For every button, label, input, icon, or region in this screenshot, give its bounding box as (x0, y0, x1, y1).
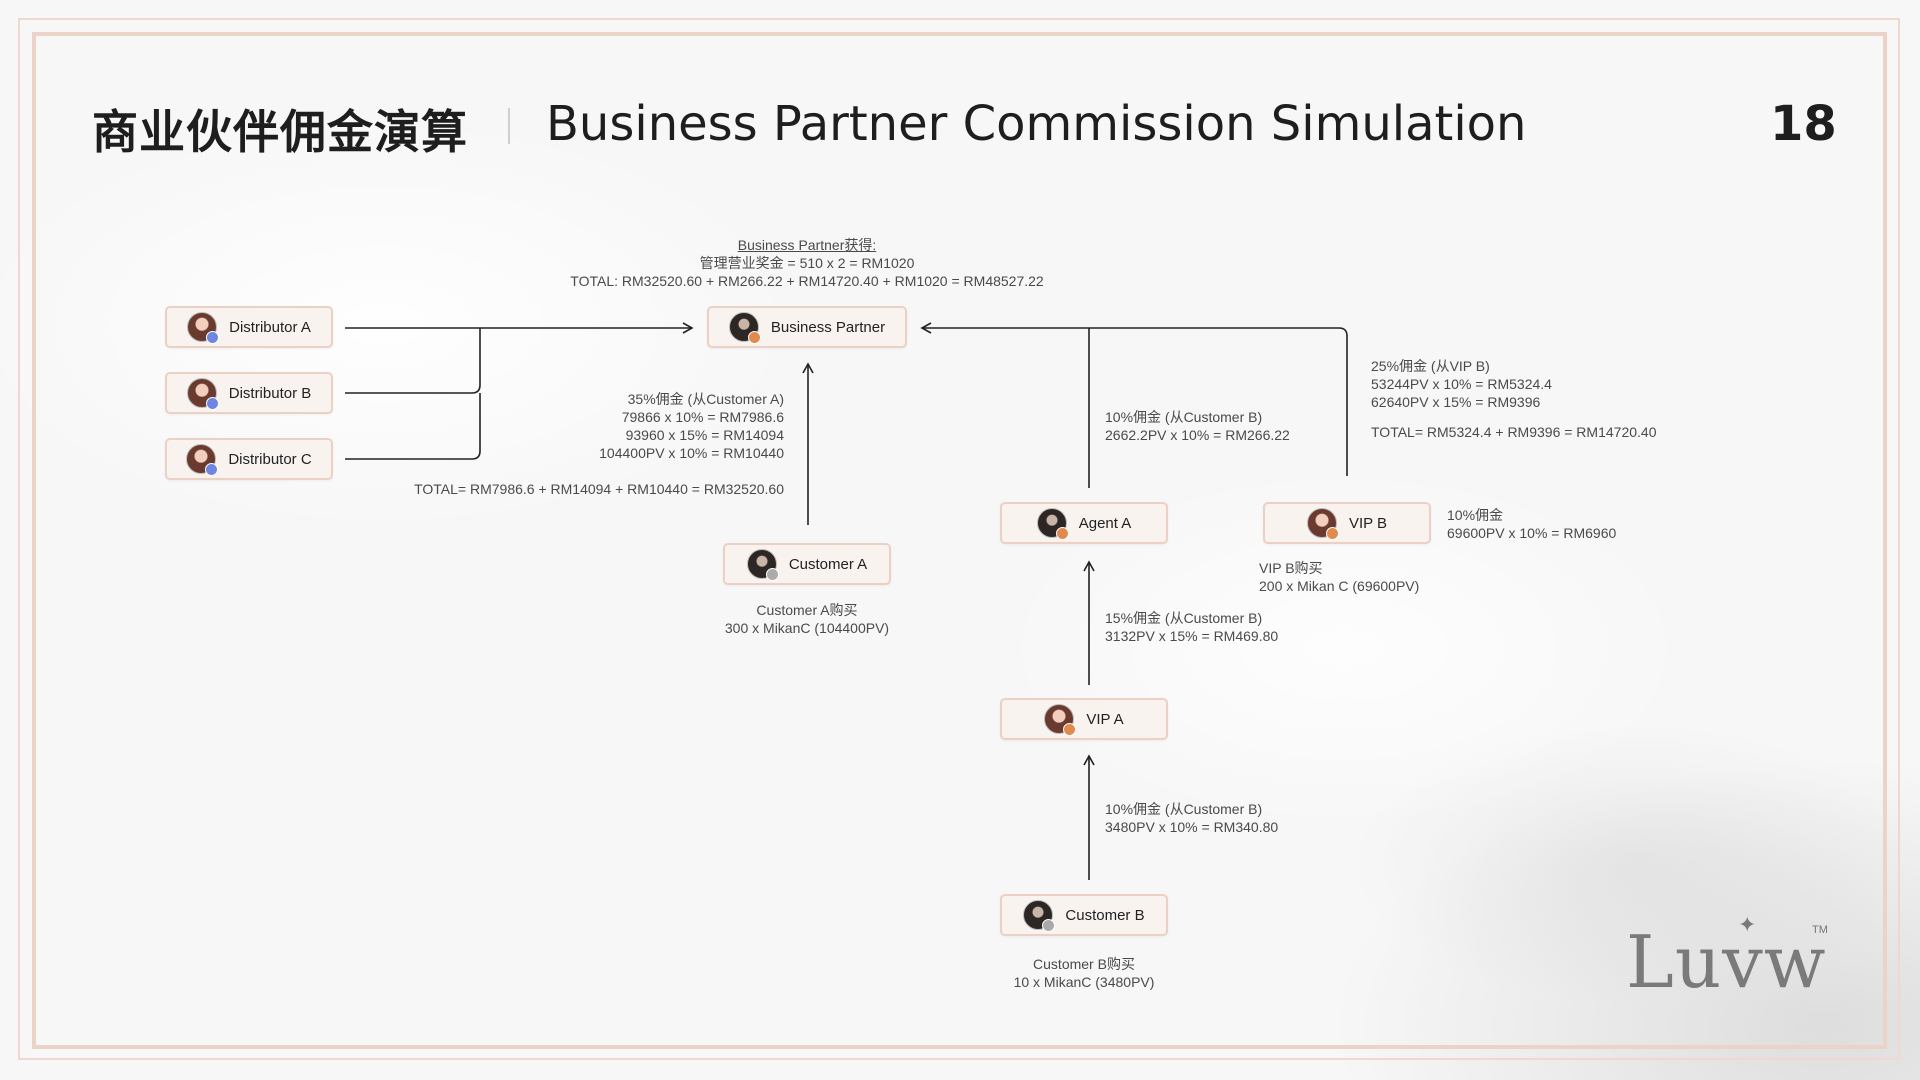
node-label: Customer B (1065, 906, 1145, 924)
bp-earnings-title: Business Partner获得: (737, 237, 877, 253)
badge-icon (1325, 527, 1339, 540)
node-distributor-a[interactable]: Distributor A (165, 306, 333, 348)
annotation-customer-b-purchase: Customer B购买 10 x MikanC (3480PV) (984, 955, 1184, 991)
text-line: TOTAL= RM5324.4 + RM9396 = RM14720.40 (1371, 424, 1657, 440)
text-line: 79866 x 10% = RM7986.6 (621, 409, 784, 425)
text-line: 10 x MikanC (3480PV) (1013, 974, 1155, 990)
trademark-mark: TM (1812, 924, 1828, 936)
text-line: 15%佣金 (从Customer B) (1105, 610, 1263, 626)
text-line: 69600PV x 10% = RM6960 (1447, 525, 1617, 541)
title-english: Business Partner Commission Simulation (546, 96, 1527, 152)
badge-icon (1063, 723, 1077, 736)
text-line: 2662.2PV x 10% = RM266.22 (1105, 427, 1290, 443)
bp-earnings-line2: TOTAL: RM32520.60 + RM266.22 + RM14720.4… (570, 273, 1044, 289)
line-vip-b-to-bp (920, 322, 1348, 476)
node-vip-a[interactable]: VIP A (1000, 698, 1168, 740)
text-line: Customer A购买 (756, 602, 858, 618)
node-label: VIP A (1086, 710, 1124, 728)
badge-icon (1055, 527, 1069, 540)
text-line: 53244PV x 10% = RM5324.4 (1371, 376, 1552, 392)
bp-earnings-line1: 管理营业奖金 = 510 x 2 = RM1020 (699, 255, 915, 271)
outer-frame (18, 18, 1900, 1060)
node-label: VIP B (1348, 514, 1388, 532)
annotation-vip-b-purchase: VIP B购买 200 x Mikan C (69600PV) (1259, 559, 1419, 595)
badge-icon (205, 463, 219, 476)
node-customer-a[interactable]: Customer A (723, 543, 891, 585)
line-distributor-c-join (345, 393, 481, 460)
avatar (187, 312, 220, 344)
avatar (186, 378, 219, 410)
page-number: 18 (1770, 96, 1837, 152)
node-label: Distributor B (228, 384, 312, 402)
star-icon (1042, 919, 1056, 932)
badge-icon (206, 331, 220, 344)
annotation-bp-earnings: Business Partner获得: 管理营业奖金 = 510 x 2 = R… (540, 236, 1074, 290)
avatar (746, 549, 779, 581)
text-line: 104400PV x 10% = RM10440 (599, 445, 784, 461)
node-label: Distributor C (228, 450, 312, 468)
avatar (1023, 900, 1056, 932)
line-distributor-b-join (345, 328, 481, 394)
annotation-from-customer-a: 35%佣金 (从Customer A) 79866 x 10% = RM7986… (520, 390, 784, 462)
node-business-partner[interactable]: Business Partner (707, 306, 907, 348)
avatar (1044, 704, 1077, 736)
text-line: 35%佣金 (从Customer A) (627, 391, 784, 407)
avatar (186, 444, 219, 476)
node-vip-b[interactable]: VIP B (1263, 502, 1431, 544)
badge-icon (205, 397, 219, 410)
annotation-customer-a-total: TOTAL= RM7986.6 + RM14094 + RM10440 = RM… (414, 481, 784, 497)
text-line: Customer B购买 (1033, 956, 1135, 972)
text-line: 25%佣金 (从VIP B) (1371, 358, 1490, 374)
node-label: Business Partner (770, 318, 886, 336)
text-line: 200 x Mikan C (69600PV) (1259, 578, 1420, 594)
text-line: 3480PV x 10% = RM340.80 (1105, 819, 1279, 835)
annotation-customer-b-to-vip-a: 10%佣金 (从Customer B) 3480PV x 10% = RM340… (1105, 800, 1278, 836)
sparkle-icon: ✦ (1738, 912, 1757, 937)
avatar (1036, 508, 1069, 540)
node-label: Distributor A (229, 318, 311, 336)
text-line: 300 x MikanC (104400PV) (724, 620, 890, 636)
text-line: 10%佣金 (1447, 507, 1504, 523)
title-chinese: 商业伙伴佣金演算 (92, 105, 468, 159)
text-line: 10%佣金 (从Customer B) (1105, 409, 1263, 425)
text-line: 10%佣金 (从Customer B) (1105, 801, 1263, 817)
node-customer-b[interactable]: Customer B (1000, 894, 1168, 936)
text-line: 62640PV x 15% = RM9396 (1371, 394, 1541, 410)
badge-icon (747, 331, 761, 344)
star-icon (765, 568, 779, 581)
node-label: Customer A (788, 555, 868, 573)
annotation-agent-to-bp: 10%佣金 (从Customer B) 2662.2PV x 10% = RM2… (1105, 408, 1290, 444)
node-distributor-c[interactable]: Distributor C (165, 438, 333, 480)
inner-frame (32, 32, 1887, 1049)
avatar (1306, 508, 1339, 540)
brand-logo: Luvw (1626, 920, 1827, 1004)
title-separator (508, 108, 510, 144)
node-distributor-b[interactable]: Distributor B (165, 372, 333, 414)
avatar (728, 312, 761, 344)
annotation-vip-a-to-agent: 15%佣金 (从Customer B) 3132PV x 15% = RM469… (1105, 609, 1278, 645)
node-label: Agent A (1078, 514, 1132, 532)
annotation-vip-b-to-bp: 25%佣金 (从VIP B) 53244PV x 10% = RM5324.4 … (1371, 357, 1656, 441)
text-line: VIP B购买 (1259, 560, 1323, 576)
text-line: 93960 x 15% = RM14094 (625, 427, 784, 443)
annotation-customer-a-purchase: Customer A购买 300 x MikanC (104400PV) (690, 601, 924, 637)
annotation-vip-b-own: 10%佣金 69600PV x 10% = RM6960 (1447, 506, 1616, 542)
node-agent-a[interactable]: Agent A (1000, 502, 1168, 544)
text-line: 3132PV x 15% = RM469.80 (1105, 628, 1279, 644)
